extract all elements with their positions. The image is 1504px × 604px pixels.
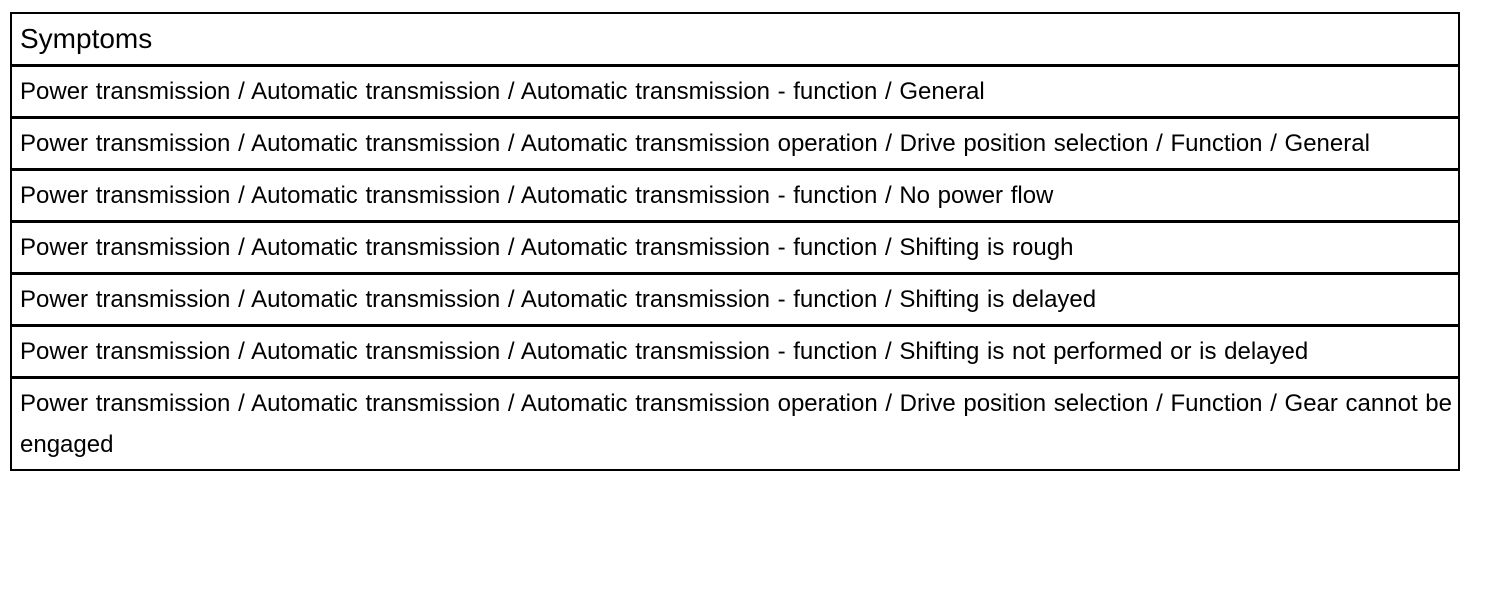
- symptom-row: Power transmission / Automatic transmiss…: [12, 116, 1458, 168]
- symptom-row: Power transmission / Automatic transmiss…: [12, 220, 1458, 272]
- symptom-row: Power transmission / Automatic transmiss…: [12, 376, 1458, 469]
- symptom-row: Power transmission / Automatic transmiss…: [12, 168, 1458, 220]
- symptom-row: Power transmission / Automatic transmiss…: [12, 272, 1458, 324]
- symptoms-table: Symptoms Power transmission / Automatic …: [10, 12, 1460, 471]
- symptoms-table-header: Symptoms: [20, 23, 153, 54]
- symptom-row: Power transmission / Automatic transmiss…: [12, 324, 1458, 376]
- symptom-row: Power transmission / Automatic transmiss…: [12, 64, 1458, 116]
